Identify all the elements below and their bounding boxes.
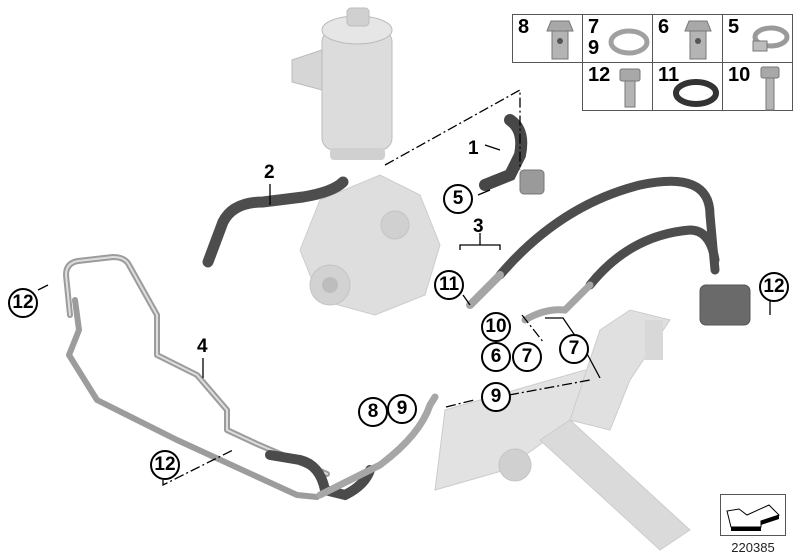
legend-cell-11[interactable]: 11	[652, 62, 723, 111]
callout-4[interactable]: 4	[197, 336, 208, 357]
legend-label: 12	[588, 64, 611, 86]
legend-label: 11	[658, 64, 680, 86]
o-ring-icon	[673, 79, 719, 107]
image-number: 220385	[731, 540, 775, 555]
callout-6[interactable]: 6	[481, 342, 511, 372]
callout-7b[interactable]: 7	[559, 334, 589, 364]
callout-12c[interactable]: 12	[150, 450, 180, 480]
callout-5[interactable]: 5	[443, 184, 473, 214]
callout-12b[interactable]: 12	[759, 272, 789, 302]
callout-7a[interactable]: 7	[512, 342, 542, 372]
callout-8[interactable]: 8	[358, 397, 388, 427]
reservoir-illustration	[291, 7, 393, 160]
callout-9a[interactable]: 9	[387, 394, 417, 424]
pump-illustration	[299, 174, 441, 316]
legend-cell-10[interactable]: 10	[722, 62, 793, 111]
callout-10[interactable]: 10	[481, 312, 511, 342]
sealing-ring-icon	[608, 28, 650, 56]
legend-cell-8[interactable]: 8	[512, 14, 583, 63]
hex-bolt-long-icon	[760, 66, 780, 111]
legend-cell-12[interactable]: 12	[582, 62, 653, 111]
callout-12a[interactable]: 12	[8, 288, 38, 318]
callout-9b[interactable]: 9	[481, 382, 511, 412]
legend-cell-7-9[interactable]: 7 9	[582, 14, 653, 63]
steering-rack-illustration	[434, 309, 691, 551]
hose-1-illustration	[479, 114, 528, 191]
return-hose-illustration	[265, 393, 439, 501]
hex-bolt-icon	[619, 68, 641, 108]
arrow-down-left-icon	[726, 504, 780, 531]
legend-label: 9	[588, 37, 600, 59]
callout-3[interactable]: 3	[473, 216, 484, 237]
legend-label: 10	[728, 64, 751, 86]
banjo-bolt-icon	[546, 20, 574, 60]
callout-11[interactable]: 11	[434, 270, 464, 300]
callout-1[interactable]: 1	[468, 138, 479, 159]
legend-label: 7	[588, 16, 600, 38]
navigation-arrow-button[interactable]	[720, 494, 786, 536]
legend-cell-5[interactable]: 5	[722, 14, 793, 63]
leader-lines	[37, 88, 771, 487]
callout-2[interactable]: 2	[264, 162, 275, 183]
legend-label: 6	[658, 16, 670, 38]
hose-2-illustration	[202, 176, 349, 268]
legend-label: 8	[518, 16, 530, 38]
banjo-bolt-icon	[684, 20, 712, 60]
legend-label: 5	[728, 16, 740, 38]
pressure-hose-illustration	[466, 176, 720, 324]
hose-clamp-icon	[752, 25, 790, 52]
legend-cell-6[interactable]: 6	[652, 14, 723, 63]
